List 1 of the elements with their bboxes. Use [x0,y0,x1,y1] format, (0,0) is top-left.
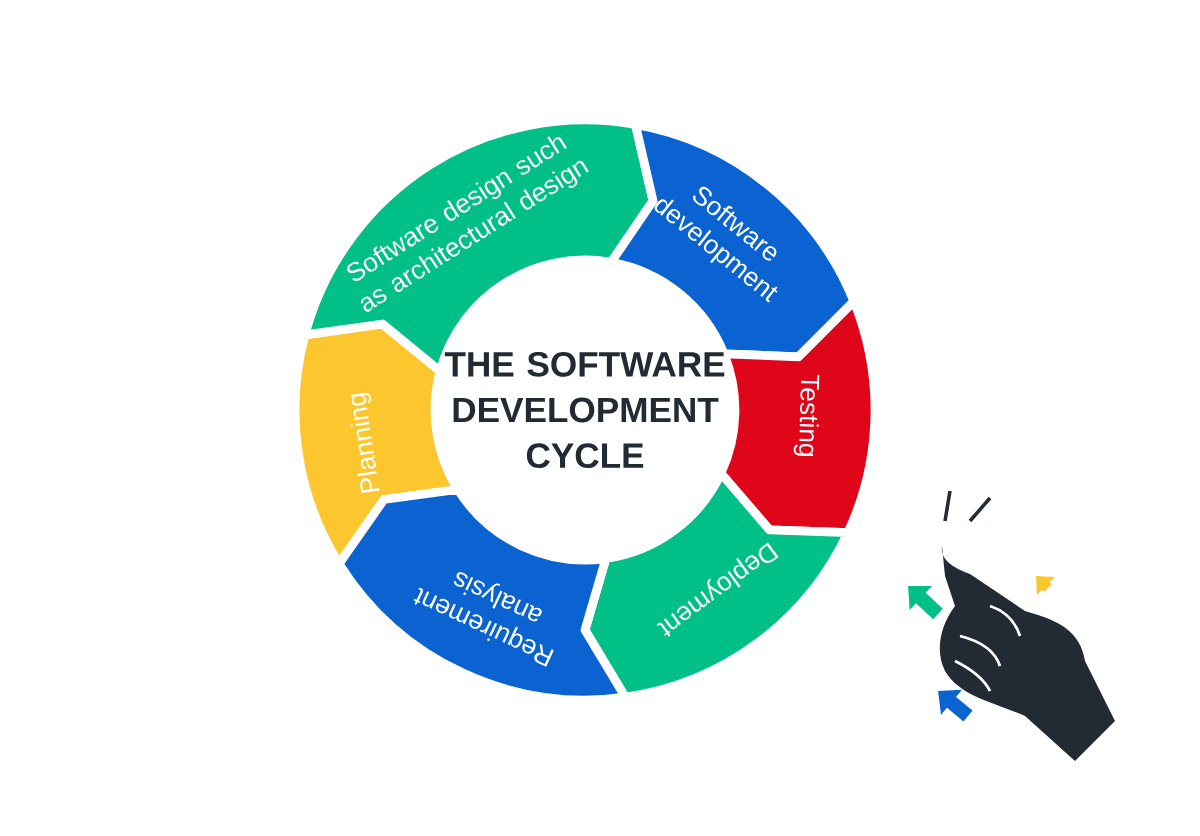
title: THE SOFTWARE DEVELOPMENT CYCLE [444,351,725,469]
